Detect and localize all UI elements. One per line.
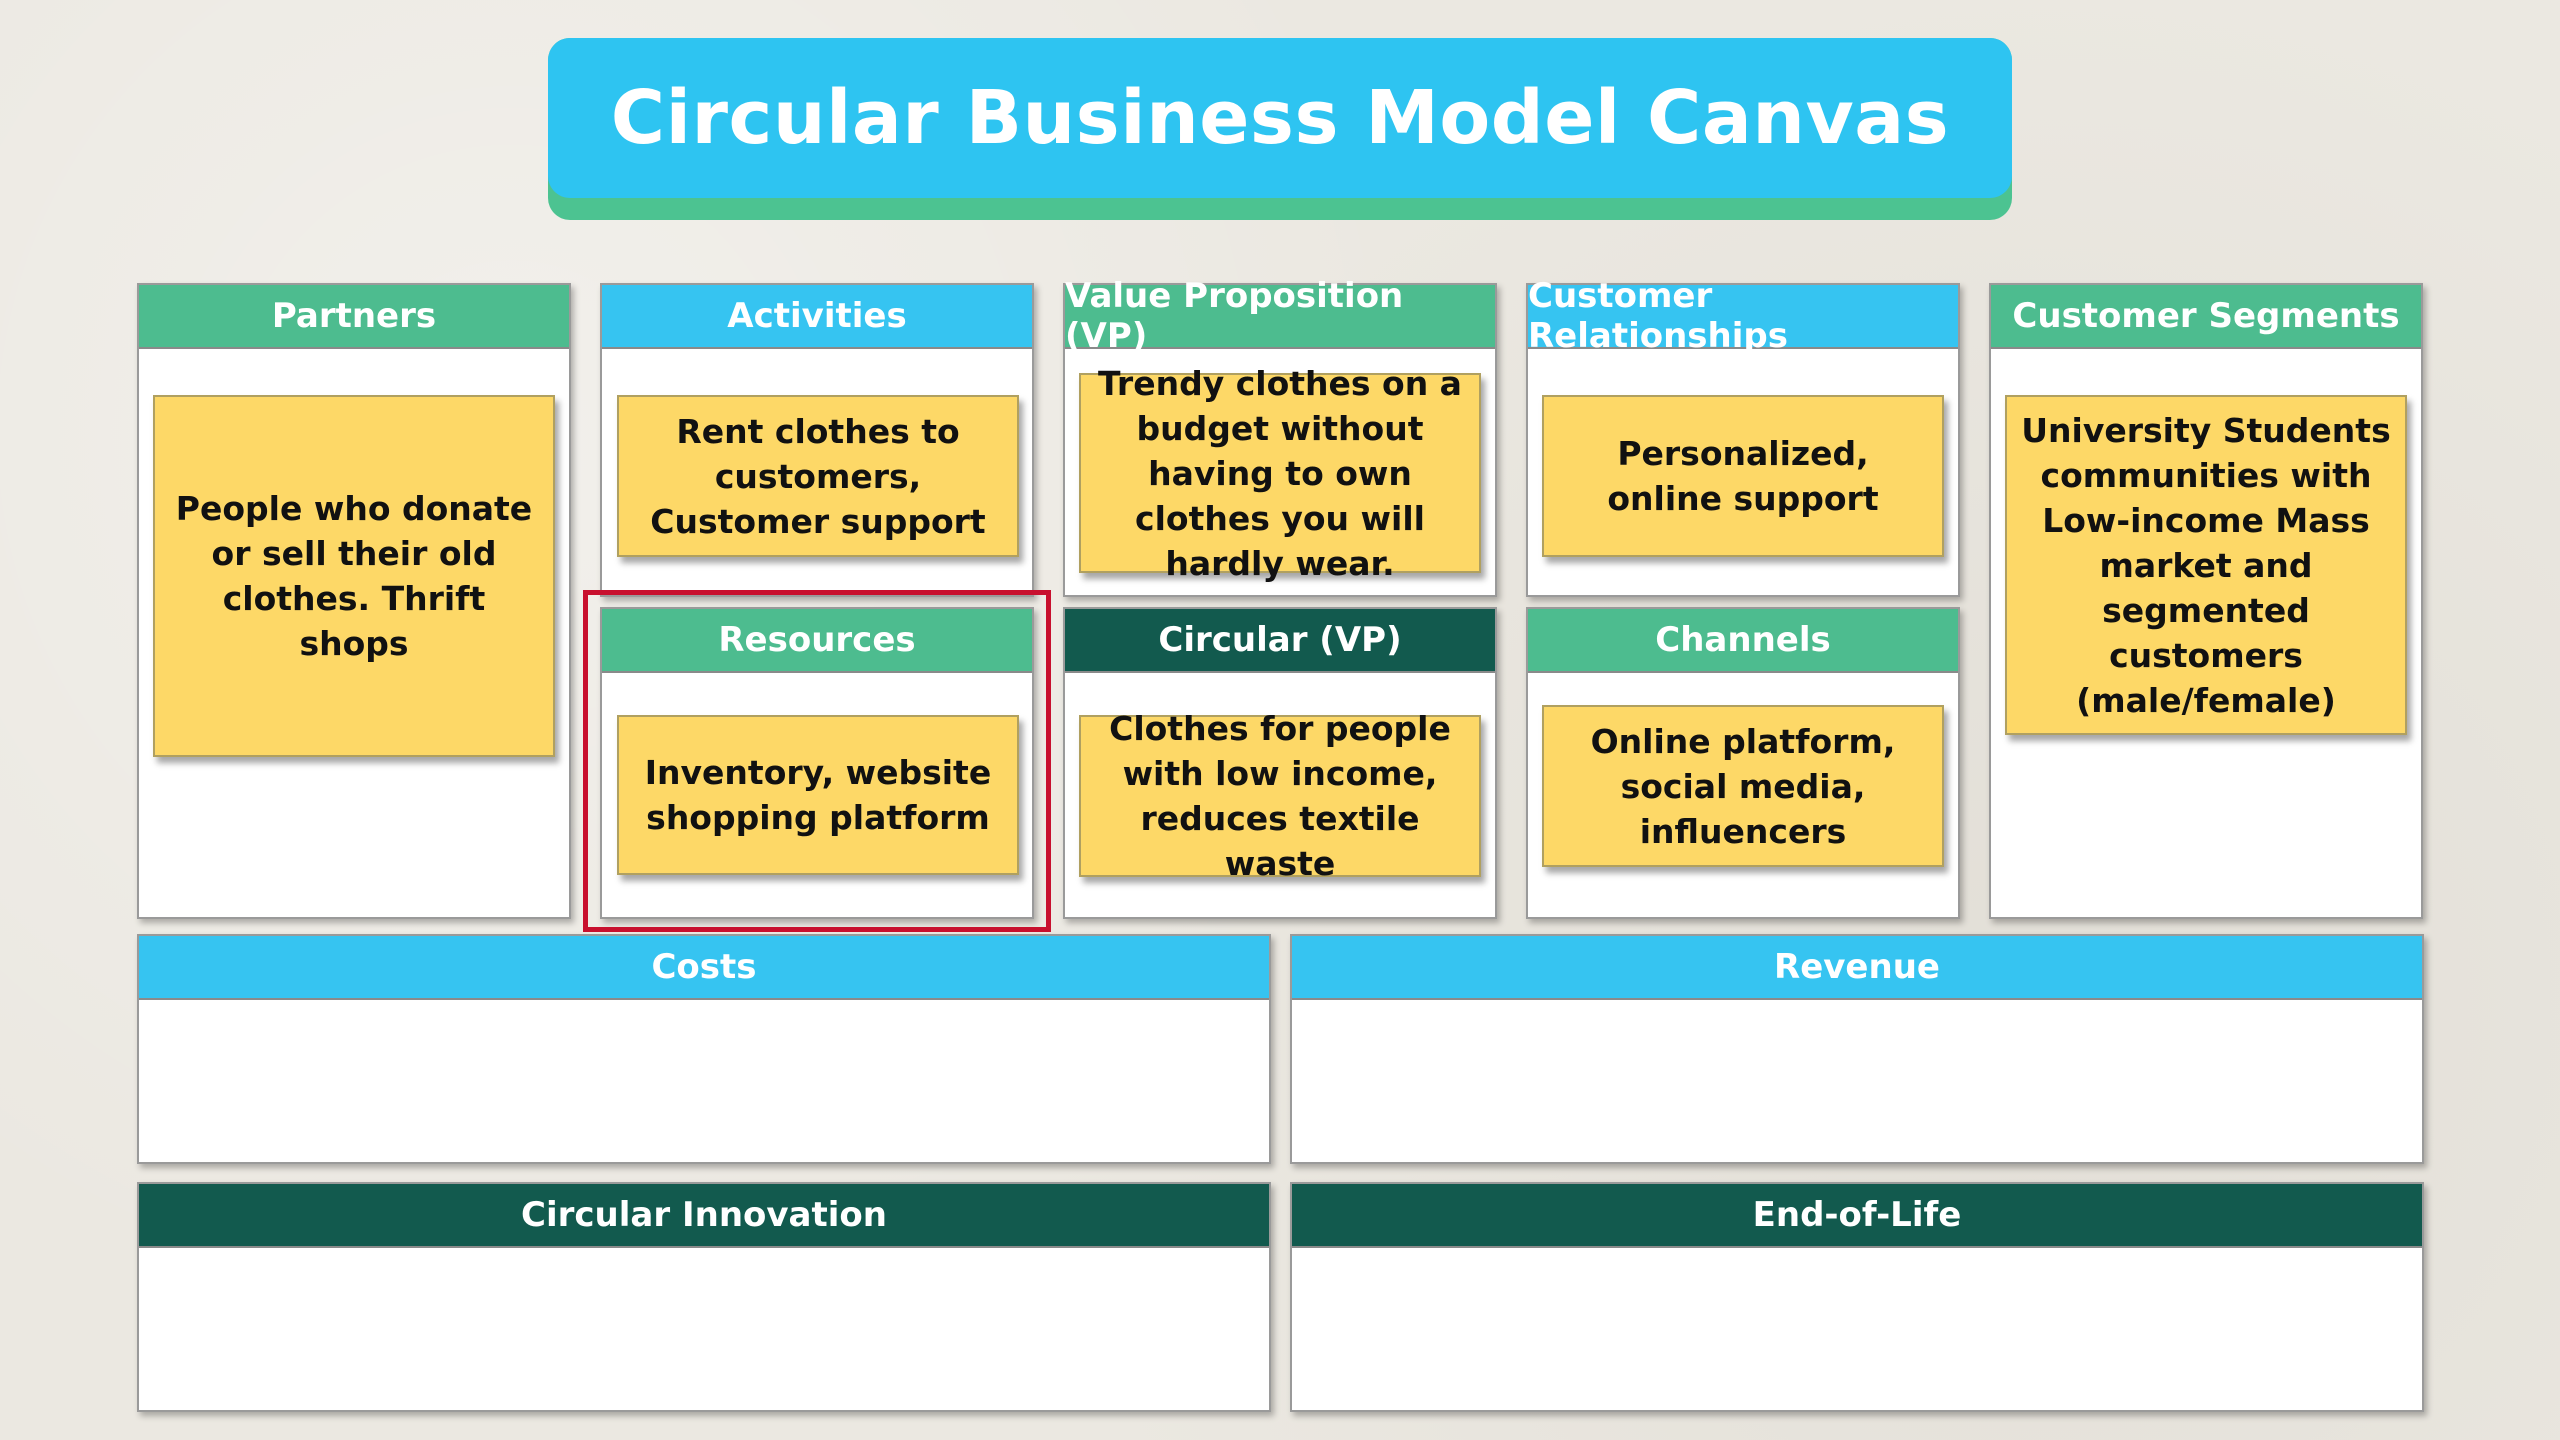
circular-vp-header: Circular (VP) [1065,609,1495,673]
customer-relationships-section: Customer Relationships Personalized, onl… [1526,276,1960,597]
resources-header: Resources [602,609,1032,673]
activities-note[interactable]: Rent clothes to customers, Customer supp… [617,395,1019,557]
value-proposition-section: Value Proposition (VP) Trendy clothes on… [1063,276,1497,597]
partners-note[interactable]: People who donate or sell their old clot… [153,395,555,757]
value-proposition-header: Value Proposition (VP) [1065,276,1495,356]
revenue-section: Revenue [1290,934,2424,1164]
resources-section: Resources Inventory, website shopping pl… [600,607,1034,919]
title-banner: Circular Business Model Canvas [548,38,2012,220]
customer-segments-header: Customer Segments [1991,285,2421,349]
partners-header: Partners [139,285,569,349]
channels-section: Channels Online platform, social media, … [1526,607,1960,919]
circular-vp-section: Circular (VP) Clothes for people with lo… [1063,607,1497,919]
channels-header: Channels [1528,609,1958,673]
circular-vp-note[interactable]: Clothes for people with low income, redu… [1079,709,1481,883]
costs-section: Costs [137,934,1271,1164]
activities-section: Activities Rent clothes to customers, Cu… [600,283,1034,597]
customer-segments-section: Customer Segments University Students co… [1989,283,2423,919]
customer-segments-note[interactable]: University Students communities with Low… [2005,395,2407,735]
end-of-life-section: End-of-Life [1290,1182,2424,1412]
circular-innovation-header: Circular Innovation [139,1184,1269,1248]
resources-note[interactable]: Inventory, website shopping platform [617,715,1019,875]
value-proposition-note[interactable]: Trendy clothes on a budget without havin… [1079,364,1481,583]
partners-section: Partners People who donate or sell their… [137,283,571,919]
title-banner-inner: Circular Business Model Canvas [548,38,2012,198]
customer-relationships-note[interactable]: Personalized, online support [1542,395,1944,557]
costs-header: Costs [139,936,1269,1000]
circular-innovation-section: Circular Innovation [137,1182,1271,1412]
end-of-life-header: End-of-Life [1292,1184,2422,1248]
revenue-header: Revenue [1292,936,2422,1000]
page-title: Circular Business Model Canvas [610,75,1950,161]
activities-header: Activities [602,285,1032,349]
customer-relationships-header: Customer Relationships [1528,276,1958,356]
channels-note[interactable]: Online platform, social media, influence… [1542,705,1944,867]
